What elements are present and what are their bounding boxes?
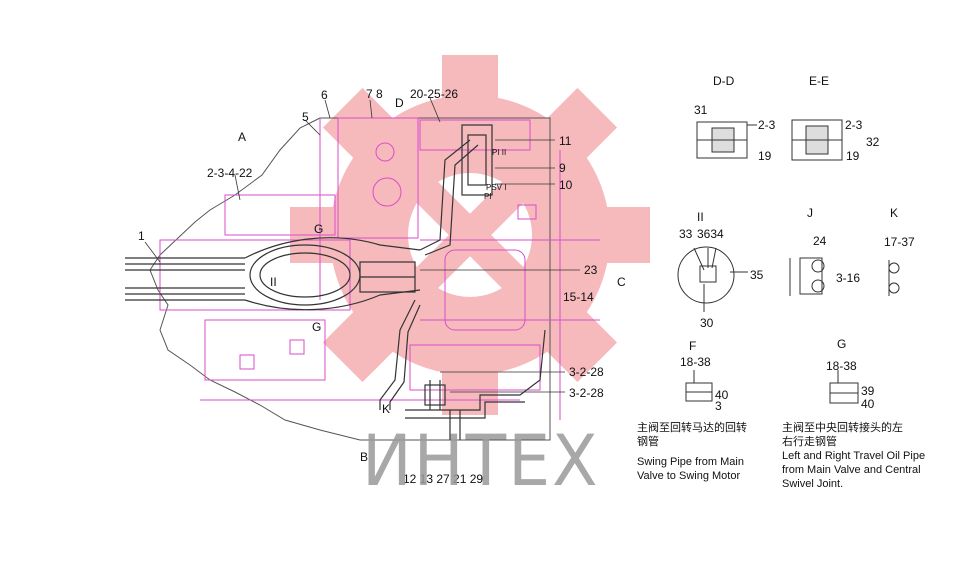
caption-swing-en-2: Valve to Swing Motor: [637, 470, 741, 482]
detail-dd-drawing: [696, 121, 757, 159]
ee-label-19: 19: [846, 149, 860, 163]
caption-travel-zh-2: 右行走钢管: [782, 435, 837, 448]
caption-travel-pipe: 主阀至中央回转接头的左 右行走钢管 Left and Right Travel …: [782, 421, 925, 491]
j-label-24: 24: [813, 234, 827, 248]
detail-ee-drawing: [791, 119, 843, 161]
label-A: A: [238, 130, 247, 144]
label-PI: PI: [484, 192, 492, 201]
label-G-lower: G: [312, 320, 322, 334]
caption-swing-zh-1: 主阀至回转马达的回转: [637, 421, 747, 434]
label-1: 1: [138, 229, 145, 243]
ii-label-3634: 3634: [697, 227, 724, 241]
header-ee: E-E: [809, 74, 830, 88]
detail-k-drawing: [888, 260, 900, 296]
label-3-2-28-a: 3-2-28: [569, 365, 604, 379]
gear-cross-logo: [290, 55, 650, 415]
label-23: 23: [584, 263, 598, 277]
ee-label-32: 32: [866, 135, 880, 149]
header-f: F: [689, 339, 697, 353]
g-label-18-38: 18-38: [826, 359, 857, 373]
header-ii: II: [697, 210, 704, 224]
dd-label-31: 31: [694, 103, 708, 117]
ee-label-2-3: 2-3: [845, 118, 863, 132]
label-PSV-I: PSV I: [486, 183, 507, 192]
k-label-17-37: 17-37: [884, 235, 915, 249]
label-10: 10: [559, 178, 573, 192]
header-dd: D-D: [713, 74, 735, 88]
f-label-18-38: 18-38: [680, 355, 711, 369]
caption-travel-en-1: Left and Right Travel Oil Pipe: [782, 450, 926, 462]
label-5: 5: [302, 110, 309, 124]
label-11: 11: [559, 134, 572, 148]
g-label-39: 39: [861, 384, 875, 398]
frame-outline: [149, 117, 551, 441]
dd-label-19: 19: [758, 149, 772, 163]
magenta-structure: [159, 117, 600, 420]
caption-travel-zh-1: 主阀至中央回转接头的左: [782, 421, 903, 434]
pipe-runs: [125, 124, 546, 440]
label-7-8: 7 8: [366, 87, 383, 101]
header-k: K: [890, 206, 899, 220]
label-20-25-26: 20-25-26: [410, 87, 459, 101]
label-D: D: [395, 96, 404, 110]
ii-label-35: 35: [750, 268, 764, 282]
f-label-3: 3: [715, 399, 722, 413]
label-15-14: 15-14: [563, 290, 594, 304]
detail-f-drawing: [685, 370, 713, 402]
g-label-40: 40: [861, 397, 875, 411]
dd-label-2-3: 2-3: [758, 118, 776, 132]
label-G-upper: G: [314, 222, 324, 236]
detail-ii-drawing: [677, 246, 748, 312]
header-j: J: [807, 206, 813, 220]
label-B: B: [360, 450, 369, 464]
caption-swing-en-1: Swing Pipe from Main: [637, 456, 744, 468]
header-g: G: [837, 337, 847, 351]
label-6: 6: [321, 88, 328, 102]
label-bottom-parts: 12 13 27 21 29: [403, 472, 484, 486]
label-9: 9: [559, 161, 566, 175]
caption-swing-pipe: 主阀至回转马达的回转 钢管 Swing Pipe from Main Valve…: [637, 421, 747, 483]
ii-label-30: 30: [700, 316, 714, 330]
label-3-2-28-b: 3-2-28: [569, 386, 604, 400]
label-C: C: [617, 275, 626, 289]
caption-swing-zh-2: 钢管: [637, 435, 659, 448]
caption-travel-en-2: from Main Valve and Central: [782, 464, 921, 476]
f-label-40: 40: [715, 388, 729, 402]
leader-lines: [144, 97, 580, 393]
detail-j-drawing: [789, 257, 825, 296]
detail-g-drawing: [829, 370, 859, 404]
label-K: K: [382, 402, 391, 416]
label-II-main: II: [270, 275, 277, 289]
ii-label-33: 33: [679, 227, 693, 241]
label-PI-II: PI II: [492, 148, 507, 157]
caption-travel-en-3: Swivel Joint.: [782, 478, 844, 490]
label-2-3-4-22: 2-3-4-22: [207, 166, 253, 180]
watermark-text: ИНТЕХ: [362, 420, 600, 502]
j-label-3-16: 3-16: [836, 271, 861, 285]
